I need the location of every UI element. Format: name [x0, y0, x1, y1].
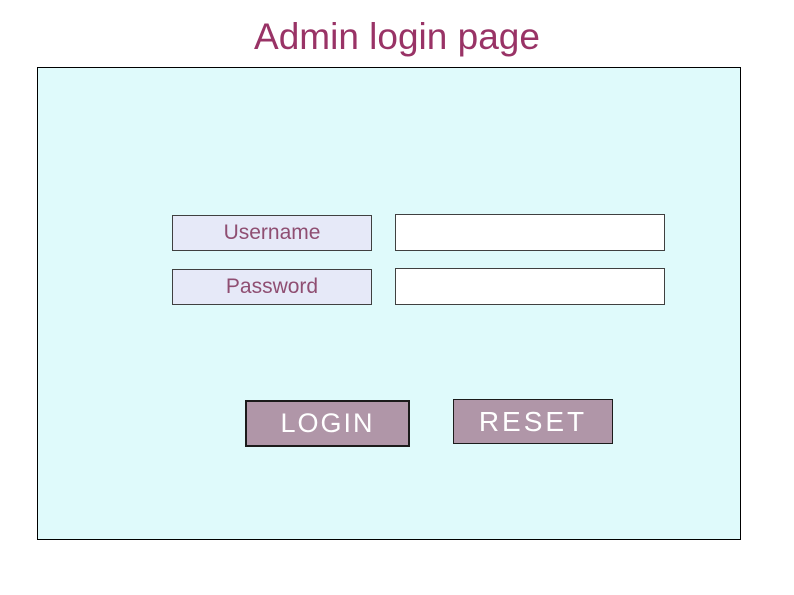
login-button[interactable]: LOGIN — [245, 400, 410, 447]
password-label: Password — [172, 269, 372, 305]
reset-button[interactable]: RESET — [453, 399, 613, 444]
page-title: Admin login page — [254, 16, 540, 57]
password-input[interactable] — [395, 268, 665, 305]
login-panel: Username Password LOGIN RESET — [37, 67, 741, 540]
username-input[interactable] — [395, 214, 665, 251]
username-label: Username — [172, 215, 372, 251]
